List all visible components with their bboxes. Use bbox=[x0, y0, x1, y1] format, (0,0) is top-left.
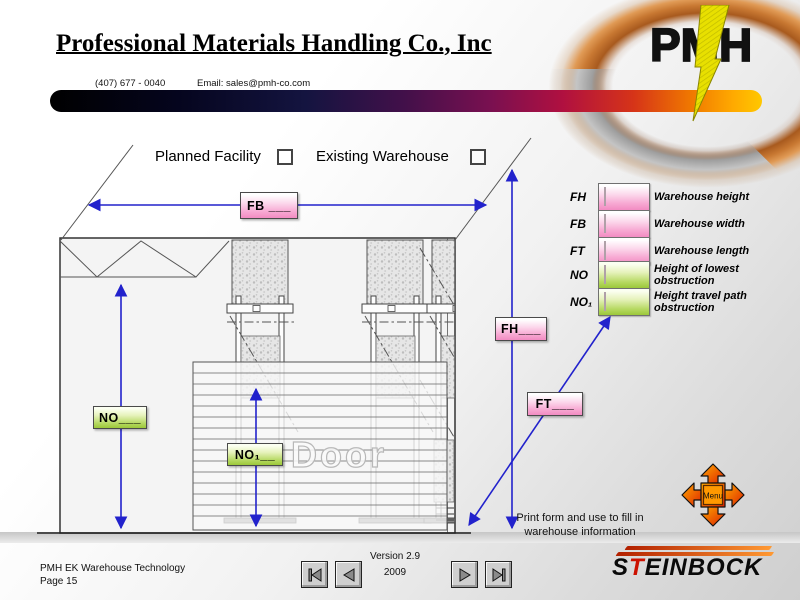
legend-code-no1: NO₁ bbox=[570, 295, 593, 309]
brand-letter-red: T bbox=[629, 554, 645, 581]
ft-input-field[interactable] bbox=[604, 241, 606, 260]
version-year: 2009 bbox=[383, 567, 407, 578]
legend-row-no1: NO₁ Height travel path obstruction bbox=[570, 288, 772, 316]
version-label: Version 2.9 bbox=[369, 551, 421, 562]
nav-last-button[interactable] bbox=[485, 561, 512, 588]
no-field[interactable]: NO___ bbox=[93, 406, 147, 429]
legend-desc-fb: Warehouse width bbox=[654, 217, 745, 230]
nav-first-button[interactable] bbox=[301, 561, 328, 588]
existing-warehouse-checkbox[interactable] bbox=[470, 149, 486, 165]
fh-input-field[interactable] bbox=[604, 187, 606, 206]
legend-input-fh bbox=[598, 183, 650, 211]
existing-warehouse-label: Existing Warehouse bbox=[316, 148, 449, 165]
roof-truss bbox=[59, 240, 230, 278]
fh-field[interactable]: FH___ bbox=[495, 317, 547, 341]
phone-number: (407) 677 - 0040 bbox=[95, 78, 166, 89]
version-block: Version 2.9 2009 bbox=[352, 551, 438, 578]
brand-letters: EINBOCK bbox=[644, 554, 763, 581]
legend-desc-no: Height of lowest obstruction bbox=[654, 262, 739, 287]
header-gradient-bar bbox=[50, 90, 762, 112]
legend-desc-no1: Height travel path obstruction bbox=[654, 289, 747, 314]
planned-facility-label: Planned Facility bbox=[155, 148, 261, 165]
footer-product-name: PMH EK Warehouse Technology bbox=[40, 563, 186, 574]
legend-row-fh: FH Warehouse height bbox=[570, 183, 772, 211]
first-slide-icon bbox=[308, 567, 321, 582]
legend-desc-ft: Warehouse length bbox=[654, 244, 750, 257]
lightning-bolt-icon bbox=[692, 5, 730, 122]
steinbock-stripe bbox=[624, 546, 773, 550]
print-instruction: Print form and use to fill in warehouse … bbox=[516, 512, 644, 539]
nav-previous-button[interactable] bbox=[335, 561, 362, 588]
door-label: Door bbox=[291, 434, 387, 475]
menu-button-label: Menu bbox=[703, 492, 723, 501]
planned-facility-checkbox[interactable] bbox=[277, 149, 293, 165]
menu-button[interactable]: Menu bbox=[681, 463, 745, 527]
steinbock-logo: STEINBOCK bbox=[612, 546, 782, 580]
email-address: Email: sales@pmh-co.com bbox=[197, 78, 311, 89]
footer-page-number: Page 15 bbox=[40, 576, 78, 587]
fb-input-field[interactable] bbox=[604, 214, 606, 233]
legend-input-no bbox=[598, 261, 650, 289]
ft-dimension-arrow bbox=[468, 315, 611, 527]
next-slide-icon bbox=[459, 567, 471, 582]
legend-desc-fh: Warehouse height bbox=[654, 190, 750, 203]
no1-input-field[interactable] bbox=[604, 292, 606, 311]
last-slide-icon bbox=[492, 567, 505, 582]
legend-row-no: NO Height of lowest obstruction bbox=[570, 261, 772, 289]
legend-input-ft bbox=[598, 237, 650, 265]
ground-shadow bbox=[0, 532, 800, 543]
legend-code-fb: FB bbox=[570, 217, 586, 231]
legend-input-fb bbox=[598, 210, 650, 238]
no1-field[interactable]: NO₁__ bbox=[227, 443, 283, 466]
legend-code-fh: FH bbox=[570, 190, 586, 204]
legend-code-ft: FT bbox=[570, 244, 585, 258]
ft-field[interactable]: FT___ bbox=[527, 392, 583, 416]
fb-field[interactable]: FB ___ bbox=[240, 192, 298, 219]
legend-input-no1 bbox=[598, 288, 650, 316]
no-input-field[interactable] bbox=[604, 265, 606, 284]
page-title: Professional Materials Handling Co., Inc bbox=[56, 30, 492, 57]
legend-row-fb: FB Warehouse width bbox=[570, 210, 772, 238]
brand-letter: S bbox=[612, 554, 630, 581]
steinbock-logo-text: STEINBOCK bbox=[612, 556, 782, 580]
legend-row-ft: FT Warehouse length bbox=[570, 237, 772, 265]
legend-code-no: NO bbox=[570, 268, 588, 282]
previous-slide-icon bbox=[342, 567, 354, 582]
steinbock-stripe bbox=[615, 551, 775, 555]
nav-next-button[interactable] bbox=[451, 561, 478, 588]
